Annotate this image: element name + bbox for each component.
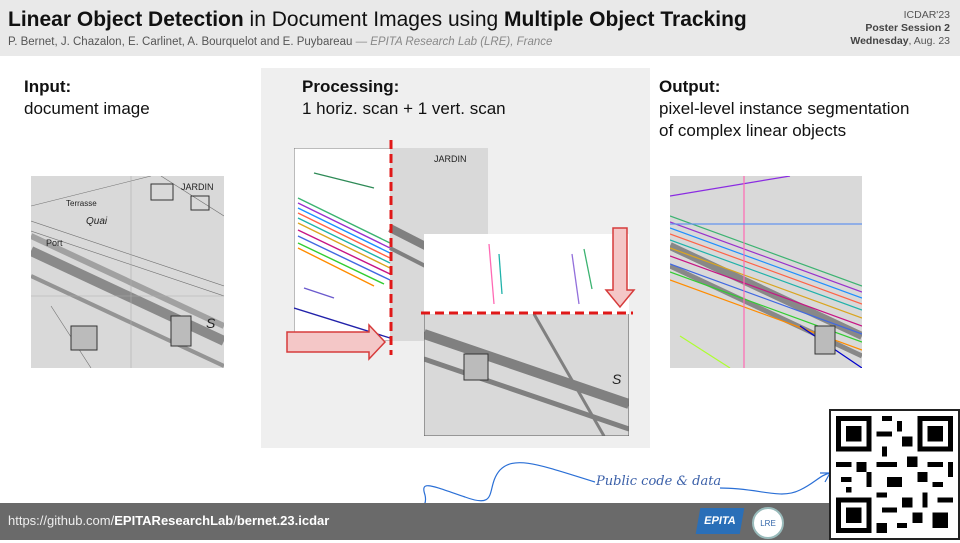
event-info: ICDAR'23 Poster Session 2 Wednesday, Aug… (850, 9, 950, 48)
public-code-label: Public code & data (596, 474, 722, 489)
arrow-to-qr (719, 472, 831, 495)
output-heading: Output: pixel-level instance segmentatio… (659, 76, 909, 142)
input-heading: Input: document image (24, 76, 150, 120)
vscan-text-s: S (612, 371, 622, 387)
url-repo: bernet.23.icdar (236, 513, 330, 528)
output-label: Output: (659, 77, 721, 96)
title-bold-part-2: Multiple Object Tracking (504, 8, 747, 31)
qr-code[interactable] (829, 409, 960, 540)
map-text-s: S (206, 315, 216, 331)
title-mid-part: in Document Images using (243, 8, 505, 31)
lre-logo: LRE (752, 507, 784, 539)
event-day: Wednesday (850, 35, 909, 47)
authors-line: P. Bernet, J. Chazalon, E. Carlinet, A. … (8, 36, 552, 48)
input-label: Input: (24, 77, 72, 96)
input-document-image: JARDIN Terrasse Quai Port S (28, 175, 227, 369)
poster-title: Linear Object Detection in Document Imag… (8, 8, 747, 32)
output-desc-1: pixel-level instance segmentation (659, 99, 910, 118)
url-sep: / (233, 513, 237, 528)
output-segmentation-image (668, 175, 864, 369)
header-bar (0, 0, 960, 56)
conference-name: ICDAR'23 (903, 9, 950, 21)
affiliation: — EPITA Research Lab (LRE), France (352, 36, 553, 48)
session-name: Poster Session 2 (865, 22, 950, 34)
map-text-terrasse: Terrasse (66, 199, 97, 208)
title-bold-part-1: Linear Object Detection (8, 8, 244, 31)
authors: P. Bernet, J. Chazalon, E. Carlinet, A. … (8, 36, 353, 48)
map-text-port: Port (46, 238, 63, 248)
horizontal-scan-arrow (286, 323, 387, 361)
lre-logo-text: LRE (760, 518, 776, 528)
vertical-scan-arrow (604, 227, 636, 309)
url-prefix: https://github.com/ (8, 513, 115, 528)
repo-link[interactable]: https://github.com/EPITAResearchLab/bern… (8, 513, 329, 528)
output-desc-2: of complex linear objects (659, 121, 847, 140)
processing-label: Processing: (302, 77, 400, 96)
event-date: , Aug. 23 (908, 35, 950, 47)
map-text-quai: Quai (86, 216, 108, 227)
scan-arrows-overlay (286, 140, 636, 361)
input-desc: document image (24, 99, 150, 118)
footer-bar (0, 503, 960, 540)
epita-logo: EPITA (695, 508, 745, 534)
url-org: EPITAResearchLab (114, 513, 234, 528)
scan-text-jardin: JARDIN (434, 154, 467, 164)
epita-logo-text: EPITA (703, 515, 737, 527)
map-text-jardin: JARDIN (181, 182, 214, 192)
processing-desc: 1 horiz. scan + 1 vert. scan (302, 99, 506, 118)
vertical-scan-image: S (422, 233, 631, 437)
processing-heading: Processing: 1 horiz. scan + 1 vert. scan (302, 76, 506, 120)
